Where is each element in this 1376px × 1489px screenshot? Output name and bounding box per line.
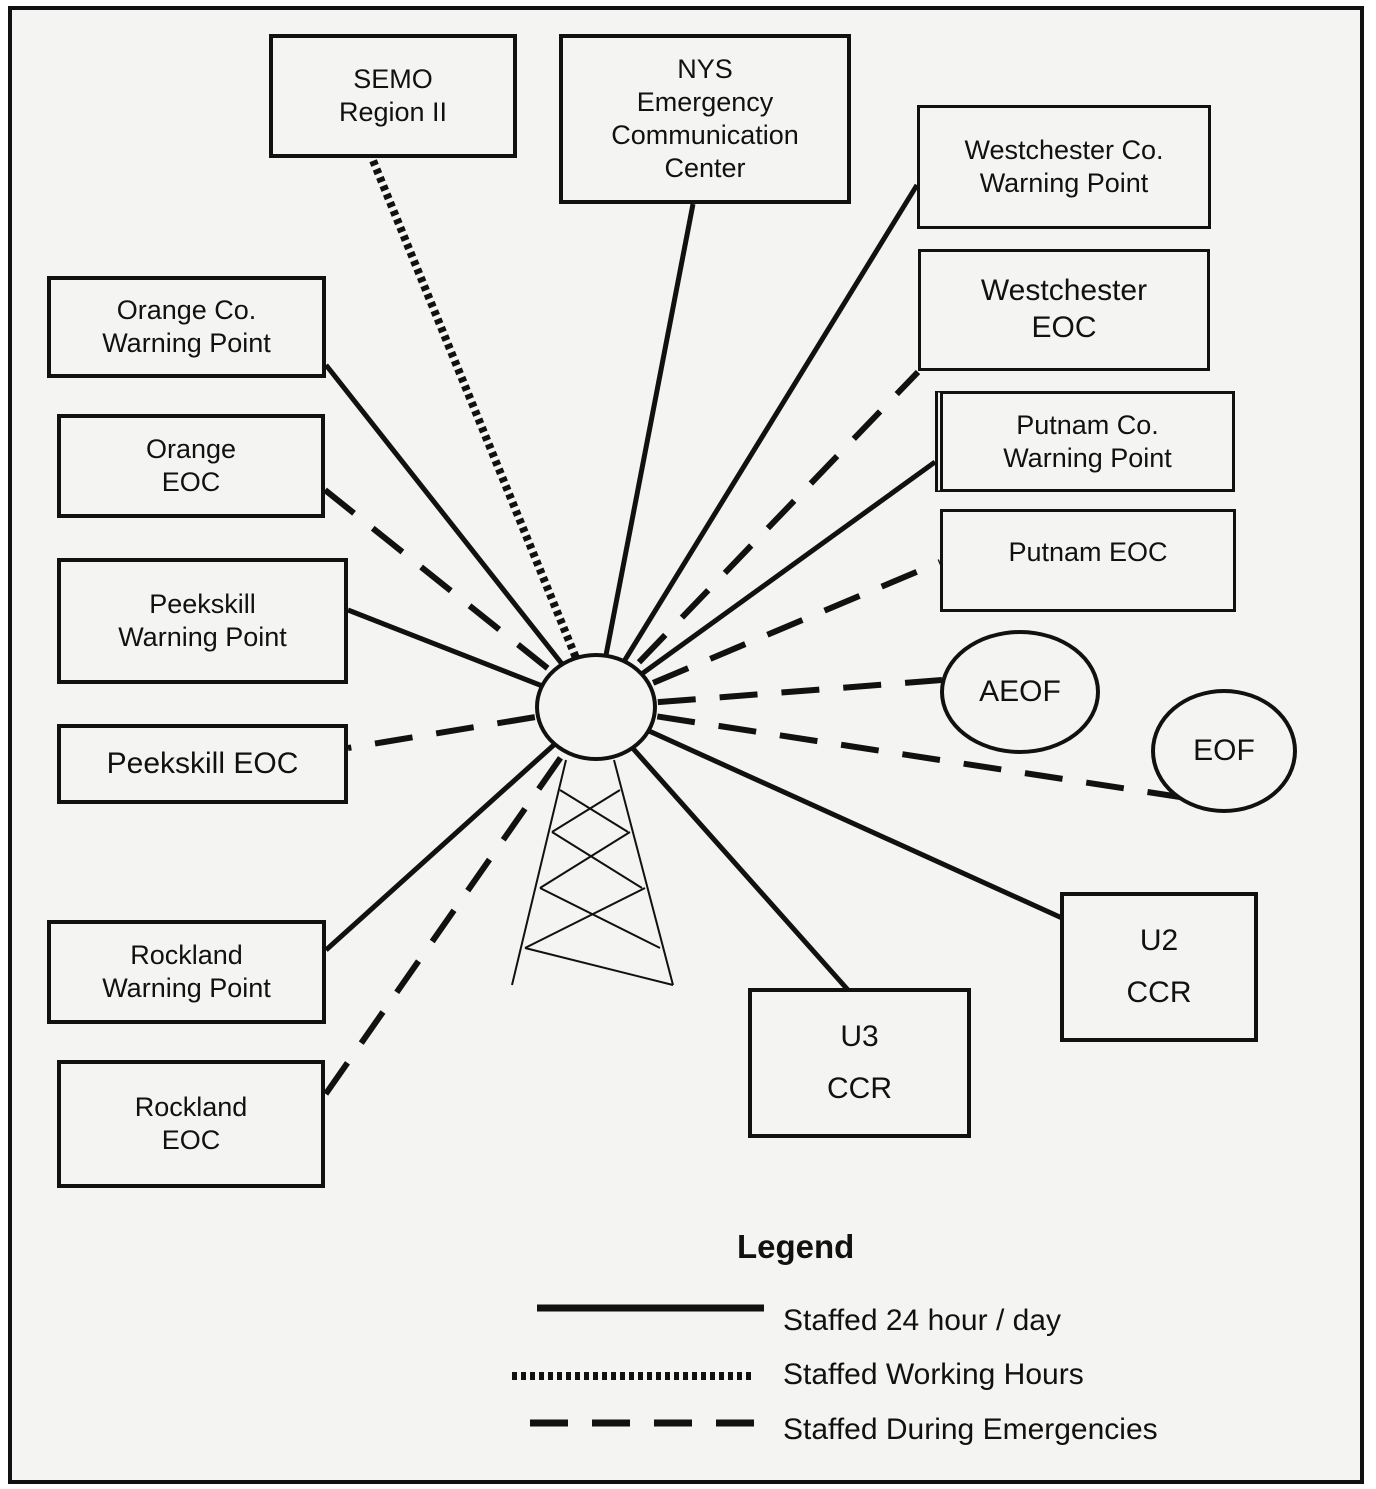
node-label: Rockland [130, 940, 243, 971]
link-peekskill-eoc-dashed [347, 704, 597, 751]
legend-dashed-label: Staffed During Emergencies [783, 1413, 1158, 1446]
legend-dotted-label: Staffed Working Hours [783, 1358, 1084, 1391]
node-label: Warning Point [102, 973, 271, 1003]
node-label: NYS [677, 54, 733, 85]
node-label: Orange [145, 434, 237, 465]
link-putnam-eoc-dashed [594, 559, 942, 710]
link-westchester-eoc-dashed [593, 369, 921, 710]
node-semo: SEMO Region II [269, 34, 517, 158]
link-eof-dashed [595, 704, 1181, 800]
link-u2-solid [594, 704, 1064, 921]
radio-tower-icon [511, 759, 674, 986]
node-aeof: AEOF [940, 630, 1100, 754]
legend-solid-label: Staffed 24 hour / day [783, 1304, 1061, 1337]
node-label: Westchester [980, 274, 1148, 308]
node-eof: EOF [1151, 689, 1297, 813]
node-rockland-eoc: Rockland EOC [57, 1060, 325, 1188]
node-label: Warning Point [1003, 442, 1172, 473]
node-label: Warning Point [118, 622, 287, 652]
node-label: SEMO [353, 64, 433, 95]
link-nys-solid [593, 203, 696, 708]
link-orange-wp-solid [324, 363, 598, 709]
hub-circle [535, 653, 657, 761]
node-label: Putnam EOC [1008, 537, 1168, 567]
node-nys: NYS Emergency Communication Center [559, 34, 851, 204]
node-putnam-eoc: Putnam EOC [940, 509, 1236, 612]
node-label: EOC [161, 467, 221, 497]
node-peekskill-eoc: Peekskill EOC [57, 724, 348, 804]
node-label: AEOF [979, 675, 1061, 708]
node-label: Warning Point [979, 168, 1149, 198]
link-westchester-wp-solid [593, 183, 920, 709]
node-label: Peekskill [149, 589, 256, 620]
node-label: Orange Co. [116, 295, 257, 326]
node-label: EOF [1193, 734, 1255, 767]
node-label: Region II [338, 97, 448, 127]
node-label: CCR [1126, 976, 1192, 1009]
node-label: Warning Point [102, 328, 271, 358]
node-label: CCR [827, 1072, 892, 1105]
node-peekskill-warning-point: Peekskill Warning Point [57, 558, 348, 684]
node-u2-ccr: U2 CCR [1060, 892, 1258, 1042]
node-label: Emergency [636, 87, 774, 118]
node-label: U2 [1139, 923, 1179, 957]
node-label: Westchester Co. [964, 135, 1164, 166]
node-westchester-eoc: Westchester EOC [918, 249, 1210, 371]
node-orange-warning-point: Orange Co. Warning Point [47, 276, 326, 378]
link-rockland-wp-solid [324, 705, 598, 952]
node-u3-ccr: U3 CCR [748, 988, 971, 1138]
node-label: Center [664, 152, 746, 183]
link-putnam-wp-solid [594, 459, 937, 710]
node-orange-eoc: Orange EOC [57, 414, 325, 518]
link-rockland-eoc-dashed [322, 705, 599, 1097]
node-rockland-warning-point: Rockland Warning Point [47, 920, 326, 1024]
node-label: Communication [611, 120, 799, 150]
link-semo-dotted [368, 156, 600, 709]
legend-title: Legend [737, 1228, 855, 1265]
node-westchester-warning-point: Westchester Co. Warning Point [917, 105, 1211, 229]
node-putnam-warning-point: Putnam Co. Warning Point [935, 391, 1235, 492]
node-label: Rockland [134, 1092, 248, 1123]
node-label: EOC [1031, 311, 1097, 344]
link-u3-solid [594, 705, 850, 992]
node-label: Peekskill EOC [106, 746, 299, 780]
node-label: U3 [840, 1019, 879, 1053]
node-label: EOC [161, 1125, 221, 1155]
node-label: Putnam Co. [1016, 409, 1159, 440]
